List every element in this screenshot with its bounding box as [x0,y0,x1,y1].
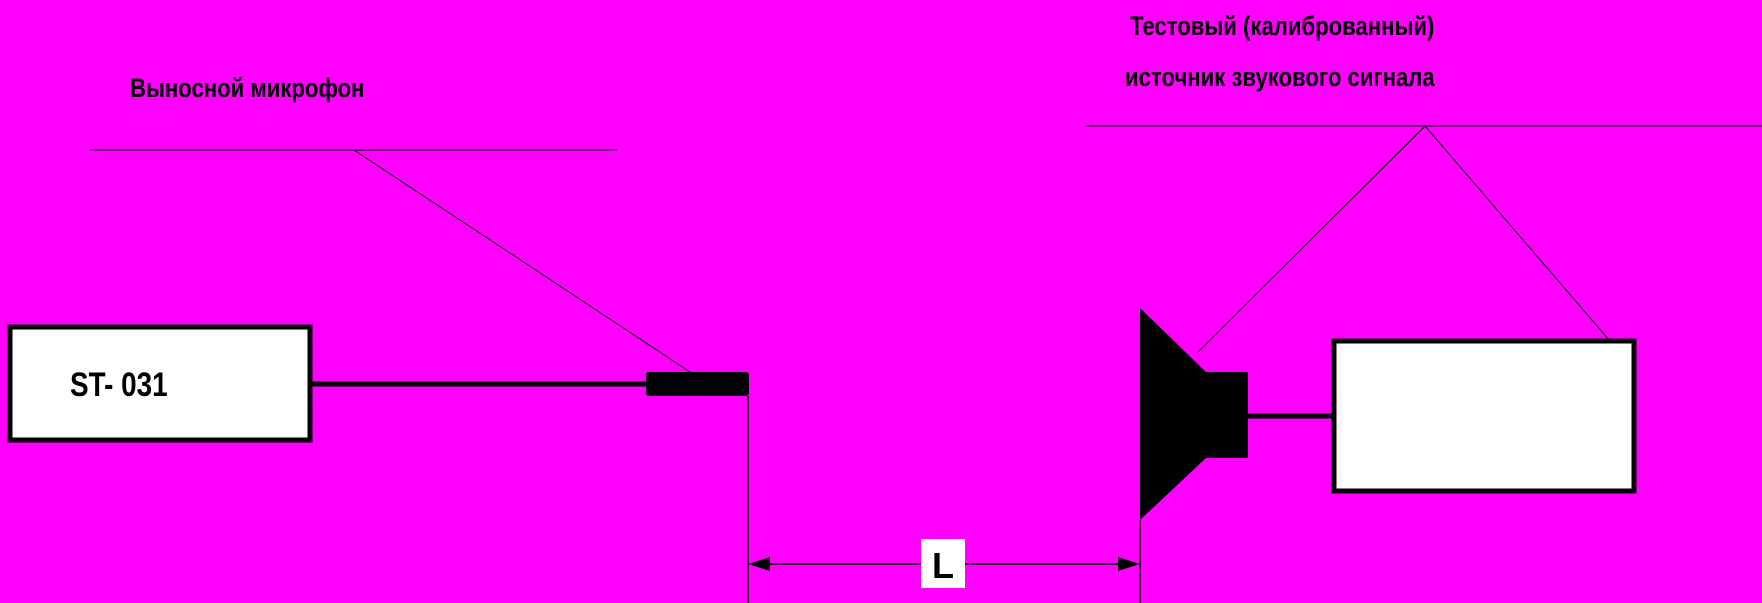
remote-microphone-label: Выносной микрофон [130,74,364,104]
dimension-arrow-left [748,557,770,571]
dimension-arrow-right [1118,557,1140,571]
microphone-leader-line [353,149,691,373]
remote-microphone [646,372,749,396]
test-source-label-line2: источник звукового сигнала [1125,63,1435,93]
st031-device-label: ST- 031 [70,365,168,403]
distance-label: L [932,545,954,586]
distance-label-background [921,539,965,588]
test-source-leader-to-speaker [1197,125,1426,353]
signal-generator-box [1331,338,1637,494]
st031-device-box [7,324,313,443]
test-source-leader-to-generator [1424,125,1611,342]
test-source-label-line1: Тестовый (калиброванный) [1130,12,1434,42]
loudspeaker-icon [1140,308,1248,520]
